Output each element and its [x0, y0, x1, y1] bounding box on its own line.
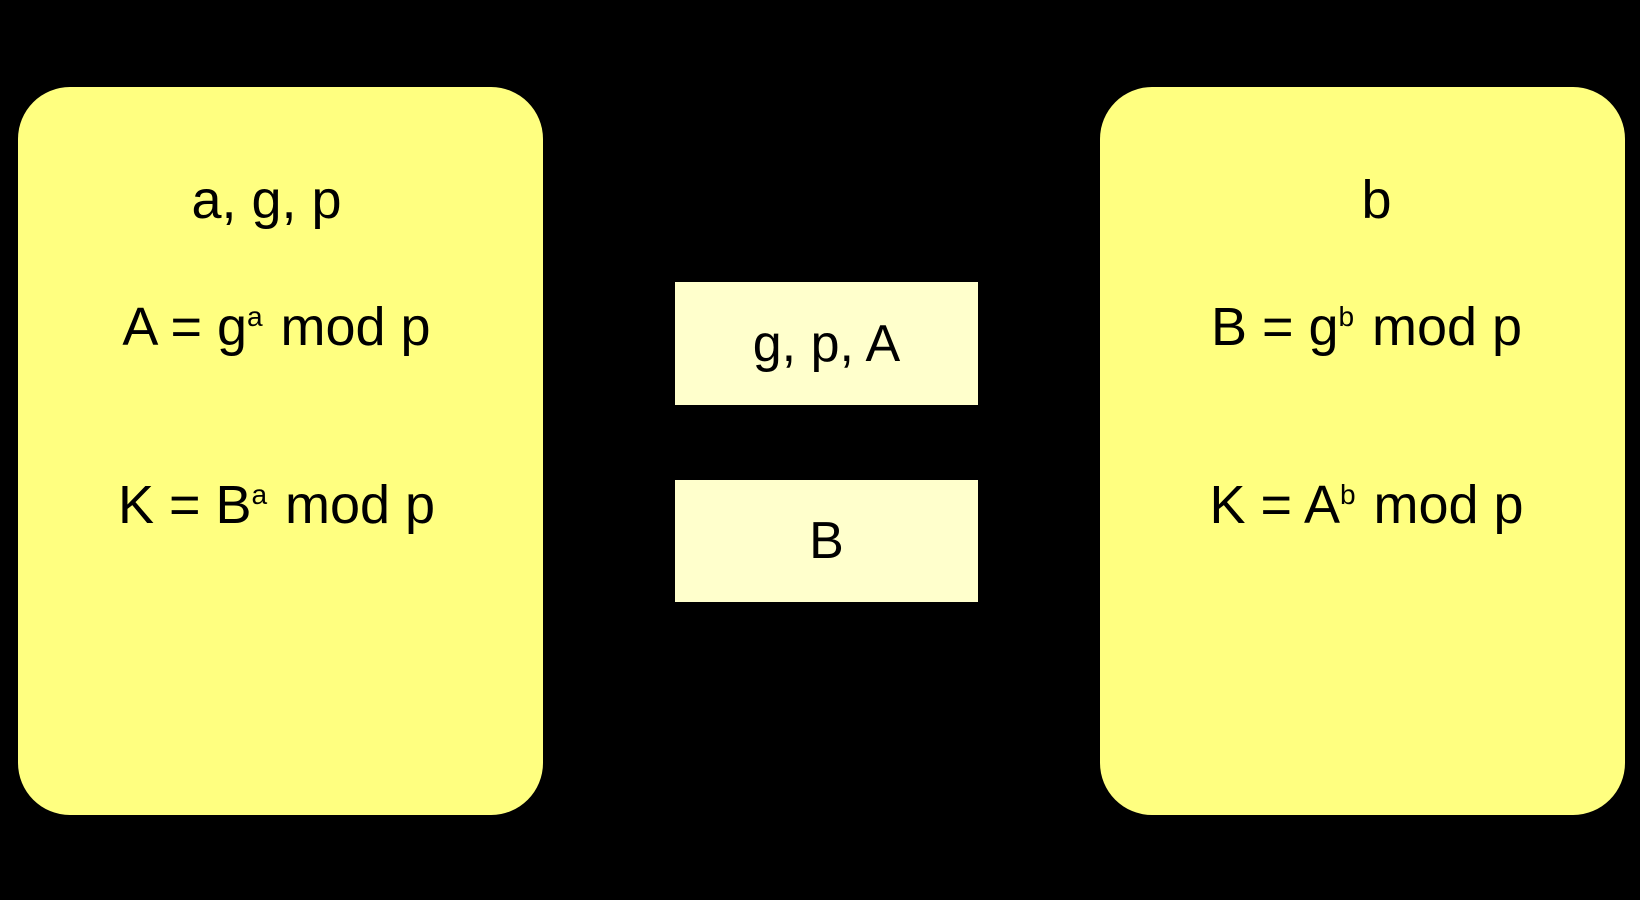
party-panel-right: b B = gb mod p K = Ab mod p: [1100, 87, 1625, 815]
formula-suffix: mod p: [269, 475, 436, 535]
formula-suffix: mod p: [1358, 475, 1524, 535]
message-box-g-p-a: g, p, A: [675, 282, 978, 405]
party-left-label: a, g, p: [191, 170, 342, 230]
formula-base: K = A: [1209, 475, 1341, 535]
party-right-formula-1: B = gb mod p: [1104, 298, 1629, 356]
formula-base: B = g: [1210, 297, 1339, 357]
formula-exponent: a: [251, 479, 268, 510]
party-right-label: b: [1361, 170, 1392, 230]
formula-base: K = B: [117, 475, 252, 535]
party-right-formula-2: K = Ab mod p: [1104, 476, 1629, 534]
party-left-formula-2: K = Ba mod p: [14, 476, 539, 534]
formula-base: A = g: [122, 297, 248, 357]
formula-exponent: a: [247, 301, 263, 332]
message-box-b: B: [675, 480, 978, 602]
formula-suffix: mod p: [1356, 297, 1523, 357]
party-panel-left: a, g, p A = ga mod p K = Ba mod p: [18, 87, 543, 815]
formula-exponent: b: [1340, 479, 1356, 510]
formula-suffix: mod p: [265, 297, 431, 357]
formula-exponent: b: [1338, 301, 1355, 332]
party-left-formula-1: A = ga mod p: [14, 298, 539, 356]
